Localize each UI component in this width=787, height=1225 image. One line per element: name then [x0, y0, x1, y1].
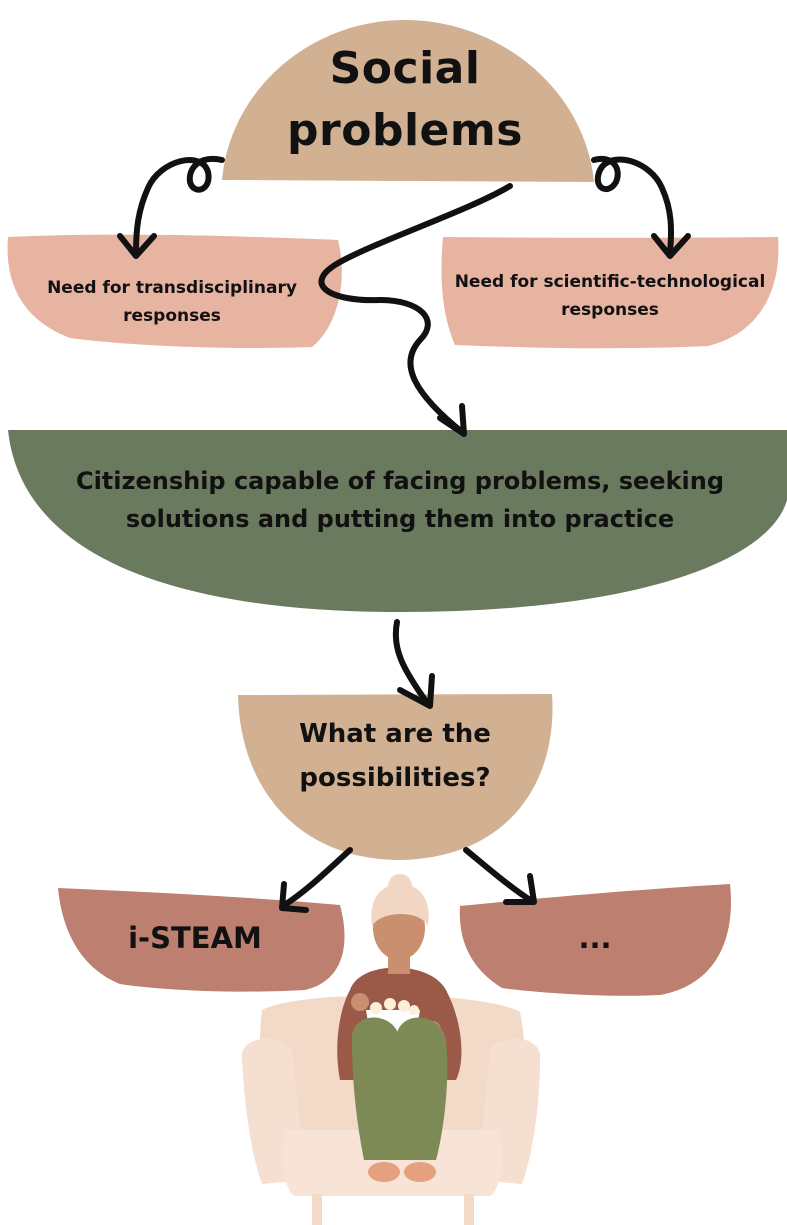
- arrowhead-transdisciplinary: [117, 233, 157, 259]
- transdisciplinary-shape: [7, 234, 342, 348]
- arrow-to-ellipsis: [463, 847, 533, 903]
- social-problems-title: Social problems: [287, 43, 523, 156]
- citizenship-shape: [8, 430, 787, 612]
- citizenship-label: Citizenship capable of facing problems, …: [75, 467, 725, 533]
- arrowhead-isteam: [279, 881, 309, 913]
- scientific-shape: [441, 237, 779, 349]
- arrowhead-scientific: [651, 233, 691, 259]
- arrow-to-possibilities: [392, 619, 431, 707]
- arrowhead-citizenship: [437, 403, 467, 437]
- isteam-shape: [58, 888, 345, 992]
- social-problems-shape: [222, 20, 594, 182]
- ellipsis-label: ...: [578, 921, 612, 955]
- arrowhead-possibilities: [397, 673, 435, 709]
- arrow-to-isteam: [283, 847, 353, 907]
- arrow-to-scientific: [591, 155, 675, 255]
- possibilities-label: What are the possibilities?: [299, 719, 491, 793]
- transdisciplinary-label: Need for transdisciplinary responses: [47, 278, 297, 326]
- scientific-label: Need for scientific-technological respon…: [454, 272, 766, 320]
- isteam-label: i-STEAM: [128, 921, 262, 955]
- possibilities-shape: [238, 694, 553, 860]
- arrow-to-citizenship: [318, 183, 513, 435]
- arrowhead-ellipsis: [503, 873, 537, 905]
- person-sitting-on-armchair-icon: [241, 874, 541, 1225]
- ellipsis-shape: [459, 884, 731, 996]
- arrow-to-transdisciplinary: [133, 155, 225, 255]
